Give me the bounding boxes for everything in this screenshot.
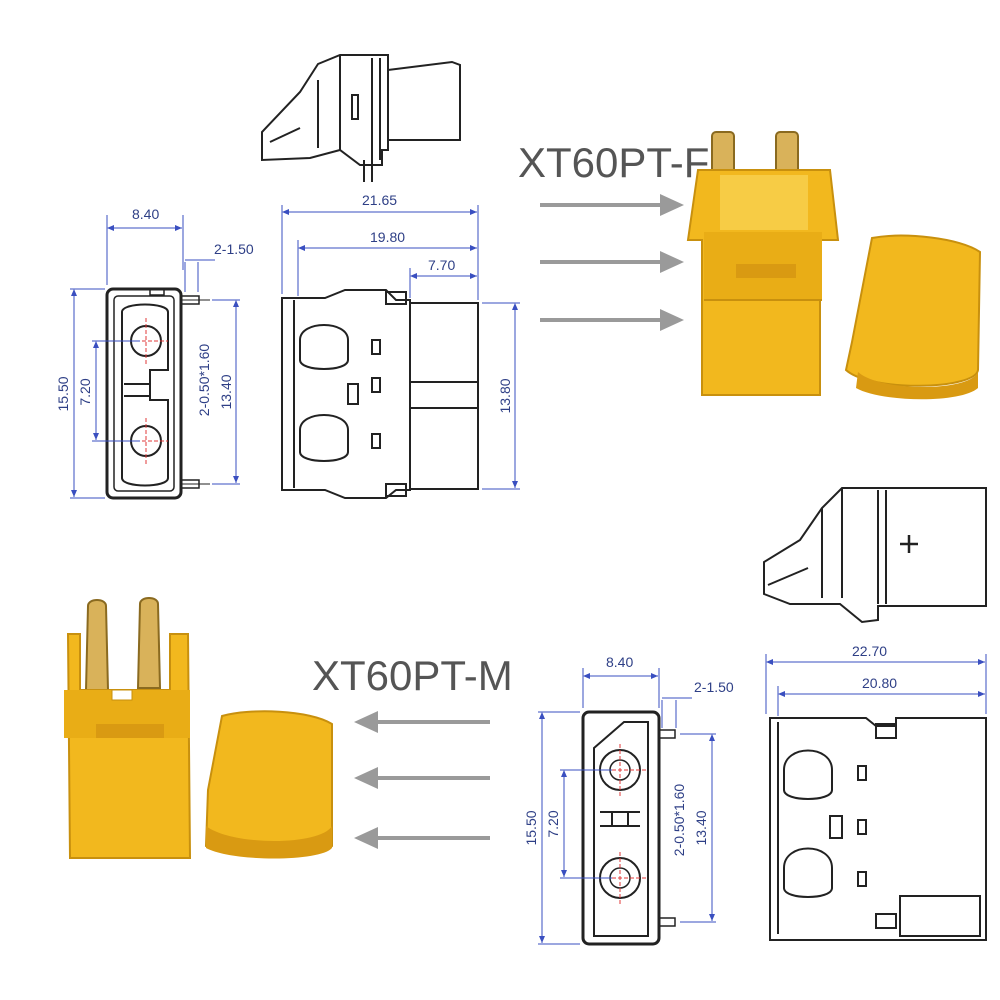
female-connector-illustration — [686, 131, 840, 396]
male-cap-illustration — [204, 710, 333, 859]
male-front-dimensions — [538, 668, 716, 945]
male-length-2080-label: 20.80 — [862, 675, 897, 691]
male-spacing-label: 7.20 — [545, 810, 561, 837]
female-height-1550-label: 15.50 — [55, 376, 71, 411]
male-height-1340-label: 13.40 — [693, 810, 709, 845]
female-length-770-label: 7.70 — [428, 257, 455, 273]
female-height-1340-label: 13.40 — [218, 374, 234, 409]
female-cap-illustration — [844, 234, 982, 400]
male-pitch-label: 2-1.50 — [694, 679, 734, 695]
female-model-label: XT60PT-F — [518, 139, 709, 186]
male-arrows — [354, 711, 490, 849]
female-pin-spec-label: 2-0.50*1.60 — [196, 344, 212, 417]
male-front-view — [581, 710, 676, 946]
female-plan-dimensions — [281, 205, 520, 490]
male-side-view — [763, 487, 987, 624]
female-spacing-label: 7.20 — [77, 378, 93, 405]
female-pitch-label: 2-1.50 — [214, 241, 254, 257]
female-plan-view — [281, 289, 479, 499]
male-plan-view — [769, 717, 987, 941]
female-height-1380-label: 13.80 — [497, 378, 513, 413]
male-length-2270-label: 22.70 — [852, 643, 887, 659]
male-model-label: XT60PT-M — [312, 652, 513, 699]
female-width-label: 8.40 — [132, 206, 159, 222]
female-length-2165-label: 21.65 — [362, 192, 397, 208]
male-width-label: 8.40 — [606, 654, 633, 670]
male-pin-spec-label: 2-0.50*1.60 — [671, 784, 687, 857]
female-arrows — [540, 194, 684, 331]
male-height-1550-label: 15.50 — [523, 810, 539, 845]
male-plan-dimensions — [765, 654, 987, 716]
female-length-1980-label: 19.80 — [370, 229, 405, 245]
male-connector-illustration — [64, 597, 192, 859]
female-front-view — [105, 287, 210, 500]
female-side-view — [261, 54, 461, 182]
female-front-dimensions — [70, 215, 240, 499]
